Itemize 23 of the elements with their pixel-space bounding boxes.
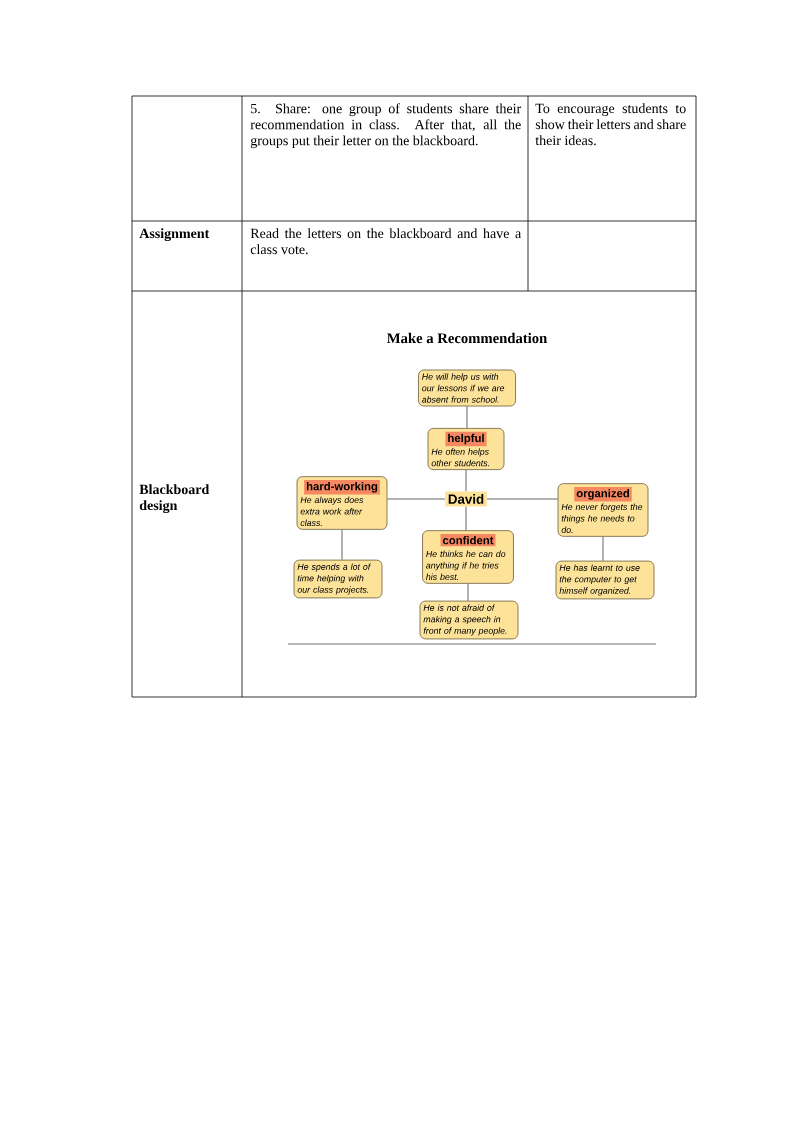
connector-line — [602, 536, 604, 562]
trait-box: confident He thinks he can do anything if he tries his best. — [422, 530, 514, 584]
connector-line — [465, 469, 467, 492]
trait-box: hard-working He always does extra work after class. — [296, 476, 388, 530]
example-box: He will help us with our lessons if we are absent from school. — [418, 369, 516, 407]
trait-box: organized He never forgets the things he needs to do. — [557, 483, 649, 537]
example-box: He has learnt to use the computer to get himself organized. — [555, 560, 655, 600]
center-label: David — [445, 491, 487, 507]
table-cell-text: 5. Share: one group of students share their recommendation in class. After that, all the groups put their letter on the blackboard. — [250, 103, 522, 149]
table-cell-text: To encourage students to show their letters and share their ideas. — [535, 103, 686, 146]
connector-line — [466, 405, 468, 429]
table-cell-text: Assignment — [139, 228, 210, 242]
trait-box: helpful He often helps other students. — [427, 428, 505, 470]
connector-line — [465, 506, 467, 531]
example-box: He spends a lot of time helping with our class projects. — [293, 559, 383, 599]
example-box: He is not afraid of making a speech in front of many people. — [419, 600, 519, 640]
diagram-title: Make a Recommendation — [387, 332, 547, 344]
table-cell-text: Blackboard design — [139, 484, 210, 514]
connector-line — [486, 498, 559, 500]
connector-line — [467, 583, 469, 602]
table-cell-text: Read the letters on the blackboard and have a class vote. — [250, 228, 522, 255]
connector-line — [386, 498, 446, 500]
connector-line — [341, 529, 343, 561]
